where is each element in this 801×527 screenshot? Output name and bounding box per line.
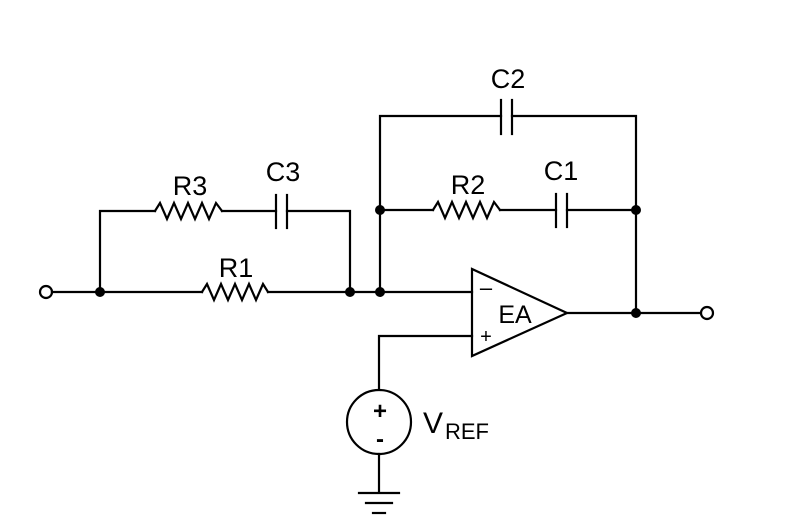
c3-branch-right-wire [285, 209, 352, 294]
source-plus-sign: + [373, 398, 387, 425]
junction-r2-left [375, 205, 385, 215]
c2-left-wire [378, 114, 503, 294]
source-minus-sign: - [376, 426, 384, 453]
inverting-sign: – [480, 275, 493, 300]
junction-r1-c3 [345, 287, 355, 297]
r3-resistor [153, 200, 224, 222]
c2-right-wire [510, 114, 638, 315]
vref-label-subscript: REF [445, 419, 489, 444]
junction-feedback-input [375, 287, 385, 297]
input-terminal [38, 284, 54, 300]
c3-label: C3 [266, 157, 301, 187]
r2-resistor [431, 199, 502, 221]
r3-label: R3 [173, 171, 208, 201]
ea-label: EA [498, 301, 532, 329]
c1-label: C1 [544, 156, 579, 186]
r1-resistor [200, 281, 270, 303]
r1-label: R1 [219, 253, 254, 283]
ea-opamp [470, 267, 570, 358]
output-terminal [699, 305, 715, 321]
junction-input [95, 287, 105, 297]
r2-label: R2 [451, 170, 486, 200]
c2-label: C2 [491, 64, 526, 94]
junction-output [631, 308, 641, 318]
r3-branch-left-wire [98, 209, 157, 294]
noninverting-input-wire [377, 334, 474, 391]
noninverting-sign: + [480, 326, 492, 348]
junction-c1-right [631, 205, 641, 215]
vref-label-main: V [423, 407, 443, 440]
